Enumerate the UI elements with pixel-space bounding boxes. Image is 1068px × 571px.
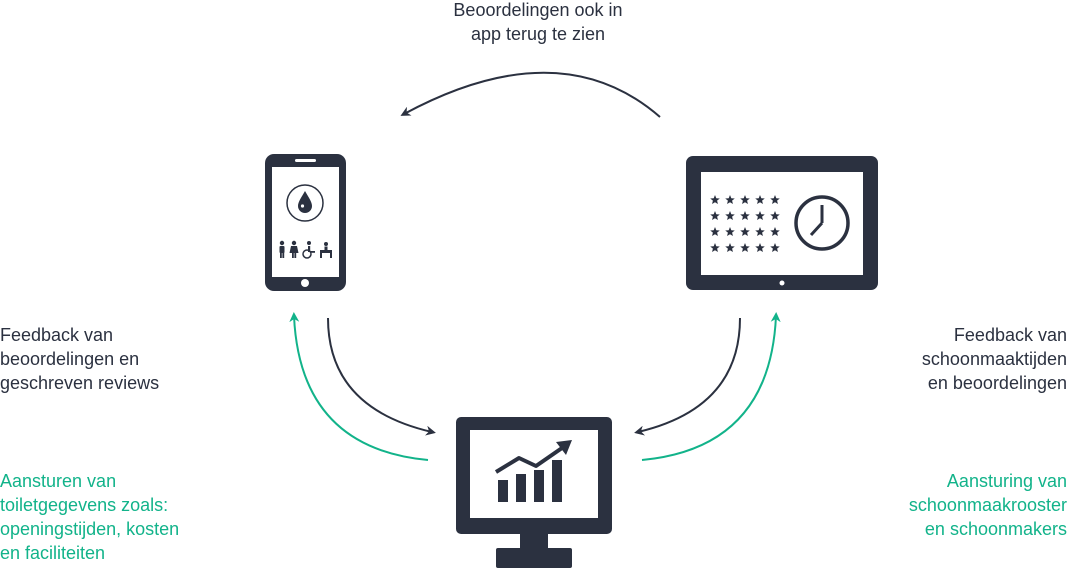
star-icon — [770, 243, 780, 253]
star-icon — [725, 211, 735, 221]
growth-chart-icon — [494, 440, 572, 502]
top-caption: Beoordelingen ook in app terug te zien — [453, 0, 623, 44]
star-icon — [710, 211, 720, 221]
top-arrow — [400, 71, 661, 118]
star-icon — [740, 243, 750, 253]
star-icon — [710, 227, 720, 237]
rating-stars-icon — [710, 195, 780, 253]
tablet-icon — [686, 156, 878, 290]
clock-icon — [794, 195, 850, 251]
phone-to-monitor-arrow — [327, 317, 436, 436]
star-icon — [770, 211, 780, 221]
star-icon — [725, 227, 735, 237]
smartphone-icon — [265, 154, 346, 291]
facilities-icons — [279, 240, 332, 259]
star-icon — [740, 227, 750, 237]
star-icon — [755, 211, 765, 221]
right-control-caption: Aansturing van schoonmaakrooster en scho… — [908, 471, 1067, 539]
star-icon — [755, 195, 765, 205]
monitor-to-tablet-arrow — [641, 312, 781, 461]
water-drop-icon — [286, 184, 324, 222]
left-feedback-caption: Feedback van beoordelingen en geschreven… — [0, 325, 160, 393]
star-icon — [740, 195, 750, 205]
monitor-to-phone-arrow — [289, 312, 429, 461]
star-icon — [755, 243, 765, 253]
star-icon — [725, 243, 735, 253]
star-icon — [710, 195, 720, 205]
star-icon — [710, 243, 720, 253]
star-icon — [725, 195, 735, 205]
star-icon — [740, 211, 750, 221]
monitor-icon — [456, 417, 612, 568]
right-feedback-caption: Feedback van schoonmaaktijden en beoorde… — [921, 325, 1067, 393]
star-icon — [770, 227, 780, 237]
tablet-to-monitor-arrow — [634, 317, 741, 436]
star-icon — [770, 195, 780, 205]
left-control-caption: Aansturen van toiletgegevens zoals: open… — [0, 471, 180, 563]
star-icon — [755, 227, 765, 237]
